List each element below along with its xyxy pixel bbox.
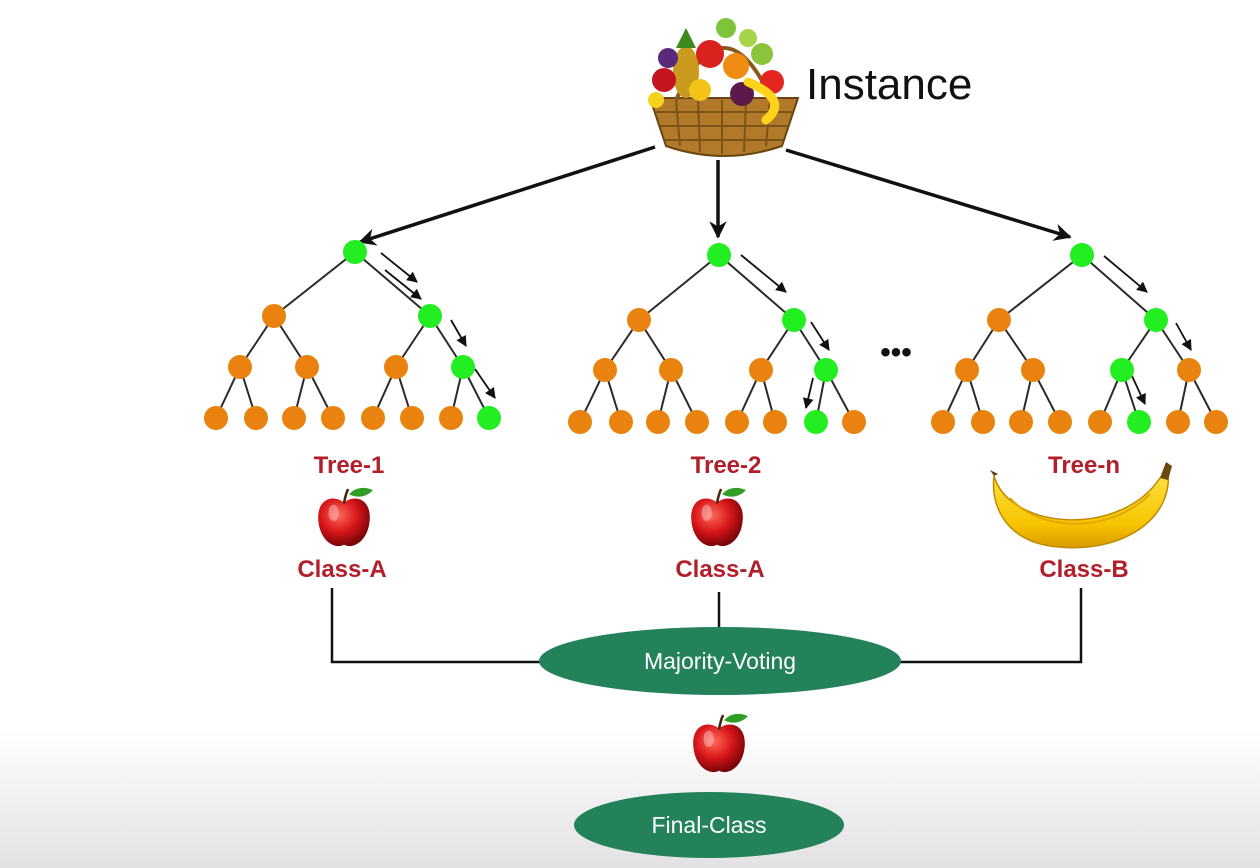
decision-path-arrow (380, 252, 418, 283)
final-apple-icon (691, 712, 750, 774)
active-tree-node (477, 406, 501, 430)
decision-path-arrow (1131, 375, 1146, 405)
apple-icon (689, 486, 748, 548)
tree-node (1088, 410, 1112, 434)
decision-path-arrow (450, 319, 467, 347)
decision-path-arrow (740, 254, 787, 293)
tree-node (646, 410, 670, 434)
tree-1-label: Tree-1 (314, 452, 385, 479)
tree-n (931, 243, 1228, 434)
tree-edge (273, 251, 356, 317)
banana-icon (990, 462, 1172, 549)
tree-node (295, 355, 319, 379)
tree-node (1021, 358, 1045, 382)
tree-1 (204, 240, 501, 430)
tree-n-result-label: Class-B (1039, 556, 1128, 583)
active-tree-node (1110, 358, 1134, 382)
tree-1-result-label: Class-A (297, 556, 386, 583)
decision-path-arrow (1175, 322, 1192, 351)
tree-2-result-label: Class-A (675, 556, 764, 583)
tree-edge (1081, 254, 1157, 321)
active-tree-node (1144, 308, 1168, 332)
tree-node (749, 358, 773, 382)
fruit-basket-icon (648, 18, 800, 157)
arrow-to-tree-n (785, 148, 1072, 241)
tree-node (568, 410, 592, 434)
active-tree-node (707, 243, 731, 267)
tree-node (1048, 410, 1072, 434)
decision-path-arrow (1103, 255, 1148, 293)
tree-node (1177, 358, 1201, 382)
tree-node (204, 406, 228, 430)
active-tree-node (451, 355, 475, 379)
tree-node (627, 308, 651, 332)
majority-voting-node: Majority-Voting (539, 627, 901, 695)
tree-node (685, 410, 709, 434)
tree-edge (354, 251, 431, 317)
tree-node (971, 410, 995, 434)
tree-edge (638, 254, 720, 321)
arrow-to-tree-1 (358, 145, 656, 246)
connector-tree-1 (330, 588, 540, 664)
decision-path-arrow (384, 269, 422, 300)
tree-node (593, 358, 617, 382)
tree-node (763, 410, 787, 434)
tree-node (262, 304, 286, 328)
tree-n-label: Tree-n (1048, 452, 1120, 479)
tree-node (361, 406, 385, 430)
final-class-label: Final-Class (651, 812, 766, 838)
tree-node (244, 406, 268, 430)
tree-node (931, 410, 955, 434)
tree-node (282, 406, 306, 430)
tree-2 (568, 243, 866, 434)
connector-tree-n (900, 588, 1083, 664)
tree-node (955, 358, 979, 382)
tree-node (439, 406, 463, 430)
tree-node (321, 406, 345, 430)
tree-node (725, 410, 749, 434)
tree-node (987, 308, 1011, 332)
tree-node (1204, 410, 1228, 434)
final-class-node: Final-Class (574, 792, 844, 858)
tree-edge (998, 254, 1083, 321)
instance-label: Instance (806, 60, 972, 109)
tree-2-label: Tree-2 (691, 452, 762, 479)
tree-node (384, 355, 408, 379)
majority-voting-label: Majority-Voting (644, 648, 796, 674)
active-tree-node (343, 240, 367, 264)
tree-edge (718, 254, 795, 321)
tree-node (1009, 410, 1033, 434)
tree-node (842, 410, 866, 434)
tree-node (1166, 410, 1190, 434)
decision-path-arrow (810, 321, 830, 351)
decision-path-arrow (474, 368, 496, 399)
active-tree-node (1127, 410, 1151, 434)
active-tree-node (782, 308, 806, 332)
tree-node (659, 358, 683, 382)
apple-icon (316, 486, 375, 548)
decision-path-arrow (802, 377, 814, 410)
active-tree-node (814, 358, 838, 382)
tree-node (228, 355, 252, 379)
ellipsis-more-trees: ••• (880, 336, 912, 369)
tree-node (400, 406, 424, 430)
active-tree-node (804, 410, 828, 434)
tree-node (609, 410, 633, 434)
active-tree-node (1070, 243, 1094, 267)
active-tree-node (418, 304, 442, 328)
